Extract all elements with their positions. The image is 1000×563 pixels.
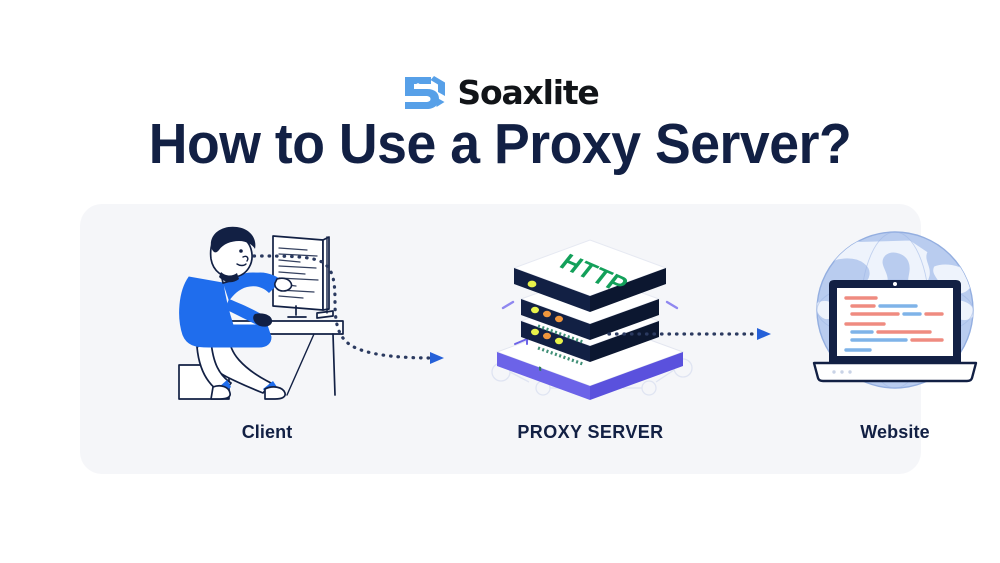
person-at-desk-illustration: [102, 212, 432, 402]
stage-label-website: Website: [860, 422, 930, 442]
server-stack-illustration: HTTP: [428, 212, 753, 402]
page-title: How to Use a Proxy Server?: [148, 112, 852, 176]
flow-stage-client: Client: [102, 204, 432, 474]
globe-laptop-illustration: [730, 212, 1000, 402]
flow-stage-proxy: HTTP PROXY SERVER: [428, 204, 753, 474]
brand-logo: Soaxlite: [0, 68, 1000, 116]
stage-label-client: Client: [241, 422, 293, 442]
brand-name: Soaxlite: [457, 72, 599, 112]
flow-stage-website: Website: [730, 204, 1000, 474]
soaxlite-logomark-icon: [405, 76, 446, 109]
stage-label-proxy: PROXY SERVER: [517, 422, 664, 442]
flow-card: Client: [80, 204, 978, 474]
